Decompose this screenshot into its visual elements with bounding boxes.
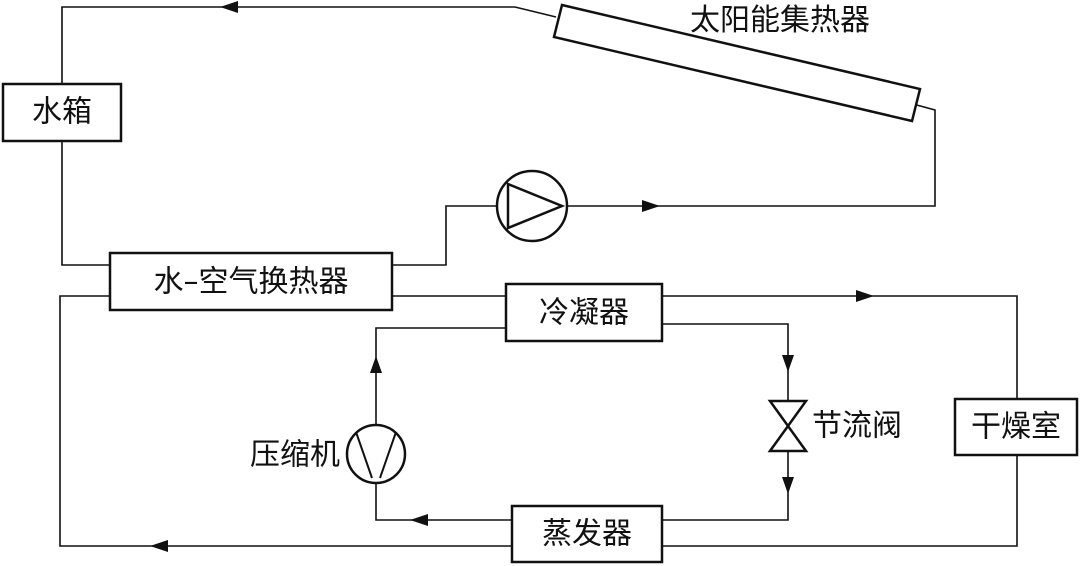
water-tank [1, 82, 123, 143]
pipe-valve-to-evaporator [662, 451, 789, 521]
pipe-drying-room-return [660, 455, 1018, 547]
evaporator [510, 504, 664, 564]
flow-arrow [410, 514, 428, 526]
flow-arrow [856, 290, 874, 302]
pipe-condenser-to-valve [662, 323, 789, 401]
pipe-tank-to-hx [61, 141, 110, 266]
flow-arrow [642, 200, 660, 212]
condenser-label: 冷凝器 [539, 296, 629, 331]
pipe-collector-to-tank [61, 6, 557, 84]
pipe-evaporator-to-compressor [375, 483, 512, 521]
water-air-hx-label: 水–空气换热器 [154, 265, 349, 300]
pipe-evaporator-to-hx [59, 295, 512, 547]
pipe-pump-to-hx [392, 205, 497, 266]
evaporator-label: 蒸发器 [542, 517, 632, 552]
pipe-collector-inlet [567, 103, 936, 207]
compressor-icon [345, 423, 407, 485]
flow-arrow [782, 477, 794, 494]
pipe-hx-to-drying-room [392, 295, 1018, 399]
flow-arrow [370, 356, 382, 373]
drying-room [953, 397, 1079, 457]
flow-arrow [150, 540, 168, 552]
pump-icon [495, 169, 569, 243]
water-air-heat-exchanger [108, 251, 394, 312]
condenser [504, 282, 664, 343]
throttle-valve-label: 节流阀 [812, 409, 902, 444]
solar-collector-label: 太阳能集热器 [690, 3, 870, 38]
pipe-compressor-to-condenser [375, 327, 506, 425]
flow-arrow [220, 1, 238, 13]
flow-arrow [782, 355, 794, 372]
drying-room-label: 干燥室 [971, 410, 1061, 445]
compressor-label: 压缩机 [250, 438, 340, 473]
solar-collector [552, 3, 922, 123]
throttle-valve-icon [767, 399, 809, 453]
water-tank-label: 水箱 [32, 95, 92, 130]
